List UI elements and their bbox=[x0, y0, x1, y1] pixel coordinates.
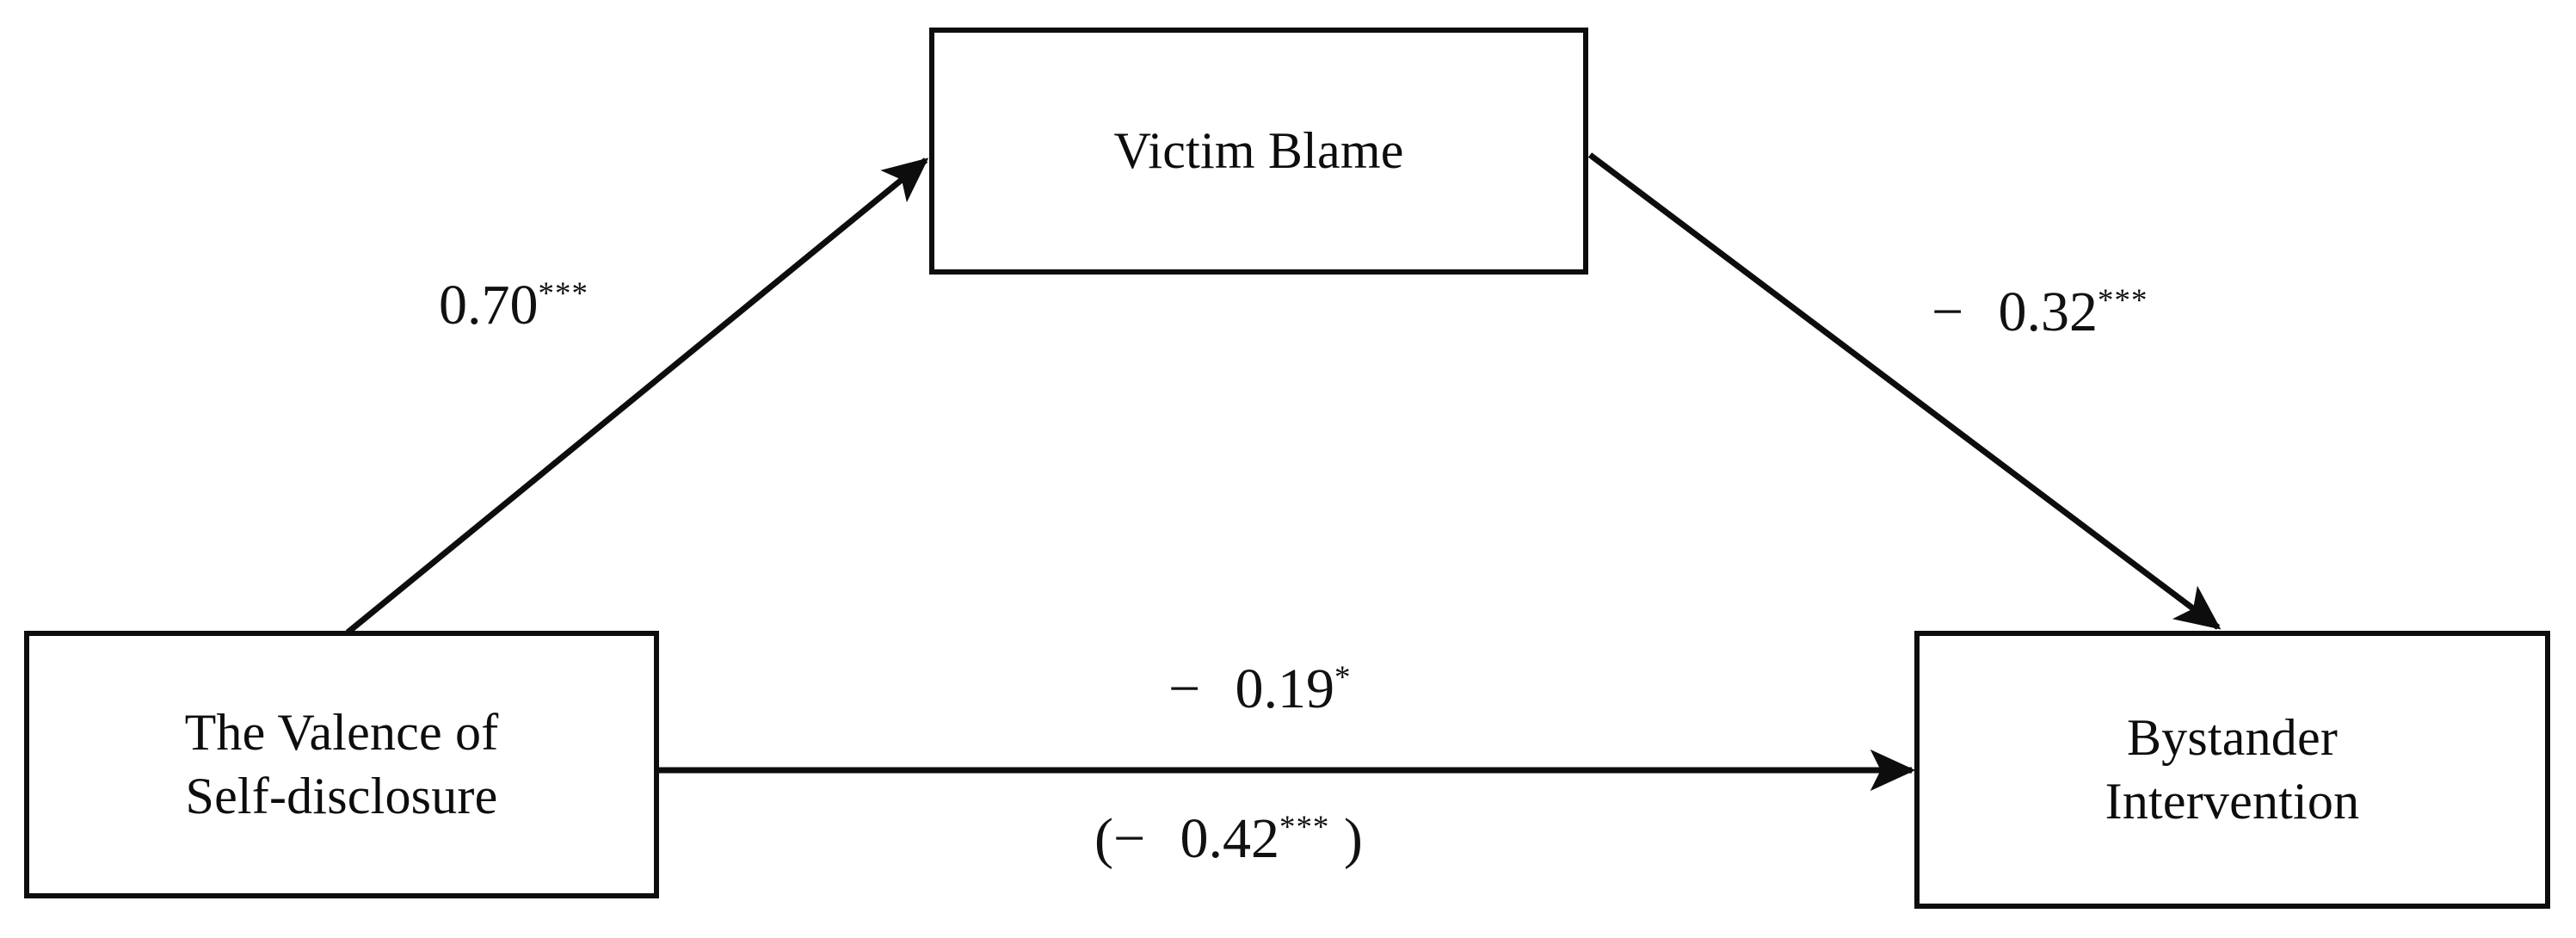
path-coefficient-a: 0.70*** bbox=[439, 277, 589, 334]
arrow-valence-to-victim-blame bbox=[345, 157, 929, 635]
path-b-sign: − bbox=[1932, 281, 1999, 343]
path-total-sign: − bbox=[1112, 807, 1180, 870]
path-direct-value: 0.19 bbox=[1235, 657, 1334, 720]
path-coefficient-total: (− 0.42*** ) bbox=[1094, 811, 1363, 867]
path-a-value: 0.70 bbox=[439, 274, 539, 336]
node-bystander-label: Bystander Intervention bbox=[2105, 709, 2360, 830]
node-bystander-intervention[interactable]: Bystander Intervention bbox=[1914, 631, 2550, 909]
path-direct-sign: − bbox=[1168, 657, 1236, 720]
path-total-significance-stars: *** bbox=[1279, 809, 1330, 844]
path-b-significance-stars: *** bbox=[2097, 282, 2148, 318]
node-victim-blame-label: Victim Blame bbox=[1113, 121, 1404, 179]
path-total-open-paren: ( bbox=[1094, 807, 1113, 870]
arrow-victim-blame-to-bystander bbox=[1587, 152, 2222, 630]
path-a-significance-stars: *** bbox=[538, 275, 589, 311]
path-direct-significance-stars: * bbox=[1334, 659, 1352, 694]
node-valence-label: The Valence of Self-disclosure bbox=[184, 704, 499, 824]
path-b-value: 0.32 bbox=[1998, 281, 2098, 343]
path-total-close-paren: ) bbox=[1329, 807, 1363, 870]
path-coefficient-direct: − 0.19* bbox=[1168, 661, 1351, 718]
path-total-value: 0.42 bbox=[1180, 807, 1279, 870]
node-valence-of-self-disclosure[interactable]: The Valence of Self-disclosure bbox=[24, 631, 659, 898]
node-victim-blame[interactable]: Victim Blame bbox=[929, 28, 1588, 275]
path-coefficient-b: − 0.32*** bbox=[1932, 284, 2148, 341]
